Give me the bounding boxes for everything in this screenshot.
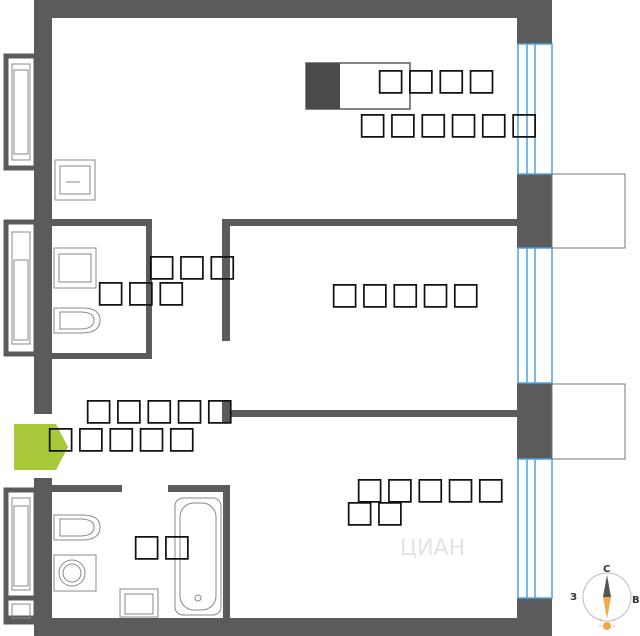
label-bottom-room-extra: □□ [345, 494, 406, 530]
label-bottom-room: □□□□□ [355, 471, 506, 507]
left-cabinets [3, 53, 39, 625]
compass: С З В [570, 564, 640, 630]
toilet-room-fixtures [53, 247, 101, 334]
entrance-marker [14, 424, 68, 470]
label-hall-line2: □□□□□ [46, 420, 197, 456]
label-toilet: □□□ [96, 274, 187, 310]
compass-needle-north [603, 575, 611, 597]
label-top-room-line1: □□□□ [376, 62, 497, 98]
label-hall-line1: □□□□□ [84, 392, 235, 428]
balconies [551, 173, 626, 460]
stove-icon [305, 62, 411, 110]
compass-needle-south [603, 597, 611, 619]
compass-west-label: З [570, 592, 577, 603]
label-bathroom: □□ [132, 528, 193, 564]
sun-icon [599, 618, 615, 630]
label-top-room-line2: □□□□□□ [358, 106, 540, 142]
compass-east-label: В [632, 595, 640, 606]
sink-icon [54, 159, 96, 201]
left-cabinet-inner [11, 63, 31, 619]
label-middle-room: □□□□□ [330, 276, 481, 312]
bathroom-fixtures [53, 497, 222, 618]
label-toilet-upper: □□□ [147, 248, 238, 284]
watermark-text: ЦИАН [400, 536, 465, 561]
compass-north-label: С [603, 564, 610, 575]
inner-walls [52, 219, 518, 620]
windows [517, 43, 553, 599]
